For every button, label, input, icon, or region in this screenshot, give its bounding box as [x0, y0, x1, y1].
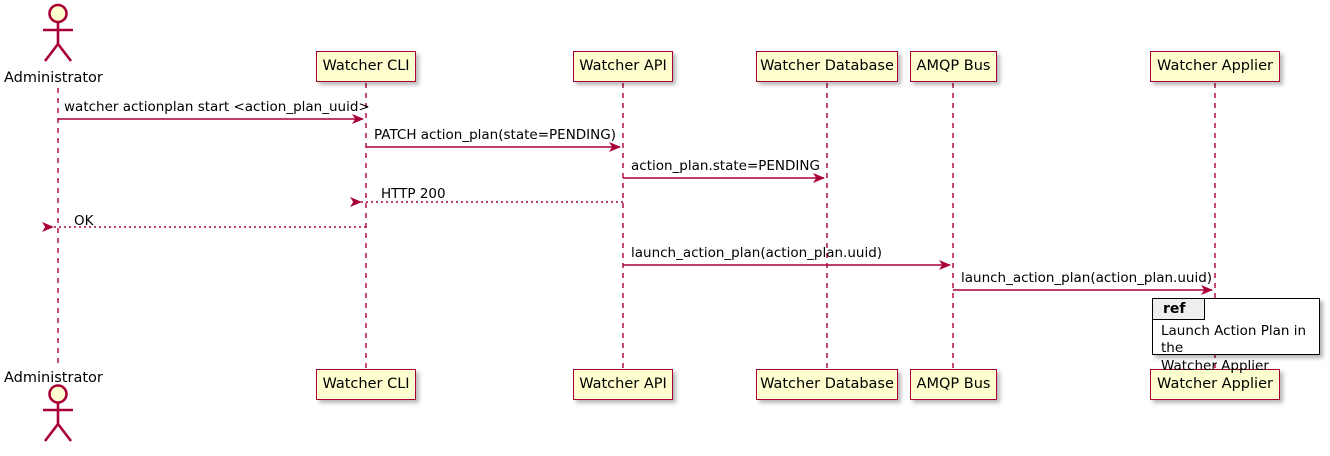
- message-label-patch-action-plan: PATCH action_plan(state=PENDING): [374, 127, 616, 143]
- message-arrows: [42, 114, 1213, 295]
- participant-box-watcher-database-bottom[interactable]: Watcher Database: [756, 369, 898, 400]
- participant-box-watcher-applier-top[interactable]: Watcher Applier: [1150, 51, 1280, 82]
- ref-fragment-text: Launch Action Plan in the Watcher Applie…: [1161, 323, 1307, 374]
- message-label-ok: OK: [74, 213, 94, 229]
- actor-label-administrator-bottom: Administrator: [4, 370, 103, 386]
- actor-figure-administrator-top: [43, 3, 73, 62]
- participant-box-watcher-api-top[interactable]: Watcher API: [573, 51, 673, 82]
- ref-fragment-keyword: ref: [1153, 299, 1205, 320]
- participant-box-watcher-cli-top[interactable]: Watcher CLI: [316, 51, 416, 82]
- message-label-launch-action-plan-to-bus: launch_action_plan(action_plan.uuid): [631, 245, 883, 261]
- participant-box-watcher-cli-bottom[interactable]: Watcher CLI: [316, 369, 416, 400]
- ref-fragment[interactable]: ref Launch Action Plan in the Watcher Ap…: [1152, 298, 1320, 374]
- message-label-launch-action-plan-to-applier: launch_action_plan(action_plan.uuid): [961, 270, 1213, 286]
- lifelines: [57, 83, 1216, 370]
- participant-box-amqp-bus-bottom[interactable]: AMQP Bus: [910, 369, 997, 400]
- participant-box-amqp-bus-top[interactable]: AMQP Bus: [910, 51, 997, 82]
- participant-box-watcher-applier-bottom[interactable]: Watcher Applier: [1150, 369, 1280, 400]
- actor-figure-administrator-bottom: [43, 384, 73, 442]
- participant-box-watcher-api-bottom[interactable]: Watcher API: [573, 369, 673, 400]
- message-label-action-plan-state-pending: action_plan.state=PENDING: [631, 158, 820, 174]
- actor-label-administrator-top: Administrator: [4, 70, 103, 86]
- message-label-watcher-actionplan-start: watcher actionplan start <action_plan_uu…: [64, 99, 370, 115]
- participant-box-watcher-database-top[interactable]: Watcher Database: [756, 51, 898, 82]
- message-label-http-200: HTTP 200: [381, 186, 446, 202]
